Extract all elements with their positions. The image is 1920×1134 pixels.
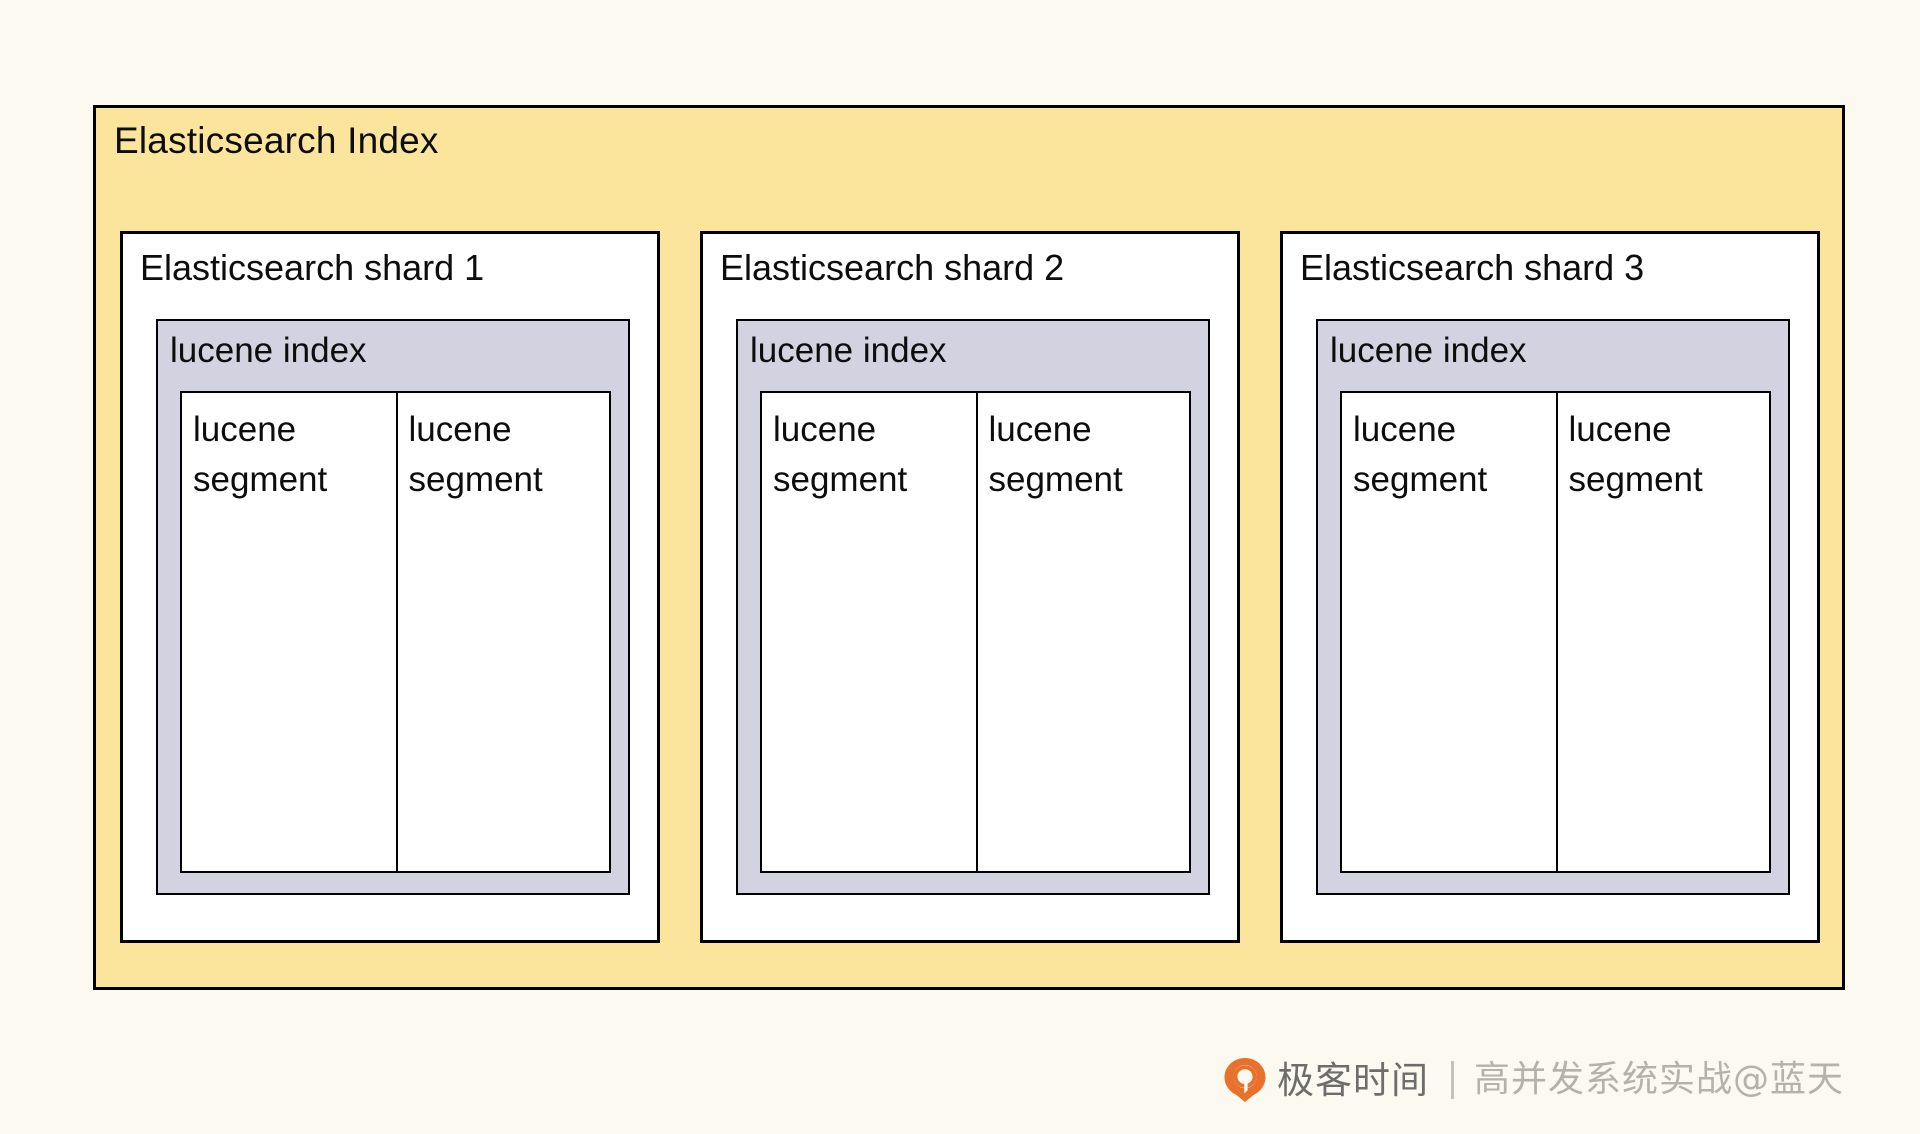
- lucene-index-box: lucene index lucene segment lucene segme…: [736, 319, 1210, 895]
- geekbang-pin-logo-icon: [1223, 1057, 1267, 1103]
- watermark-course-title: 高并发系统实战@蓝天: [1473, 1059, 1844, 1100]
- lucene-segment-line-2: segment: [408, 459, 543, 499]
- elasticsearch-index-title: Elasticsearch Index: [114, 120, 439, 161]
- lucene-segment: lucene segment: [975, 393, 1189, 871]
- lucene-segment-line-2: segment: [773, 459, 908, 499]
- lucene-segment-line-1: lucene: [193, 410, 297, 450]
- lucene-index-box: lucene index lucene segment lucene segme…: [156, 319, 630, 895]
- lucene-index-title: lucene index: [170, 331, 367, 371]
- lucene-segment-pair: lucene segment lucene segment: [1340, 391, 1771, 873]
- elasticsearch-index-container: Elasticsearch Index Elasticsearch shard …: [93, 105, 1845, 990]
- lucene-segment: lucene segment: [1555, 393, 1769, 871]
- lucene-index-title: lucene index: [1330, 331, 1527, 371]
- shard-title: Elasticsearch shard 3: [1300, 247, 1645, 288]
- lucene-index-box: lucene index lucene segment lucene segme…: [1316, 319, 1790, 895]
- shard-title: Elasticsearch shard 1: [140, 247, 485, 288]
- watermark-brand: 极客时间: [1276, 1058, 1429, 1102]
- lucene-segment-line-2: segment: [1353, 459, 1488, 499]
- lucene-segment-line-1: lucene: [408, 410, 512, 450]
- shard-row: Elasticsearch shard 1 lucene index lucen…: [120, 231, 1820, 943]
- elasticsearch-shard-2: Elasticsearch shard 2 lucene index lucen…: [700, 231, 1240, 943]
- lucene-segment-line-2: segment: [193, 459, 328, 499]
- lucene-segment: lucene segment: [395, 393, 609, 871]
- watermark: 极客时间 高并发系统实战@蓝天: [1223, 1052, 1844, 1108]
- shard-title: Elasticsearch shard 2: [720, 247, 1065, 288]
- lucene-segment-pair: lucene segment lucene segment: [180, 391, 611, 873]
- lucene-segment-pair: lucene segment lucene segment: [760, 391, 1191, 873]
- lucene-segment: lucene segment: [1342, 393, 1556, 871]
- lucene-segment-line-2: segment: [1568, 459, 1703, 499]
- lucene-segment-line-2: segment: [988, 459, 1123, 499]
- lucene-segment: lucene segment: [762, 393, 976, 871]
- elasticsearch-shard-1: Elasticsearch shard 1 lucene index lucen…: [120, 231, 660, 943]
- lucene-segment-line-1: lucene: [1353, 410, 1457, 450]
- lucene-segment-line-1: lucene: [773, 410, 877, 450]
- elasticsearch-shard-3: Elasticsearch shard 3 lucene index lucen…: [1280, 231, 1820, 943]
- lucene-segment-line-1: lucene: [1568, 410, 1672, 450]
- lucene-index-title: lucene index: [750, 331, 947, 371]
- lucene-segment: lucene segment: [182, 393, 396, 871]
- lucene-segment-line-1: lucene: [988, 410, 1092, 450]
- watermark-separator: [1450, 1061, 1454, 1099]
